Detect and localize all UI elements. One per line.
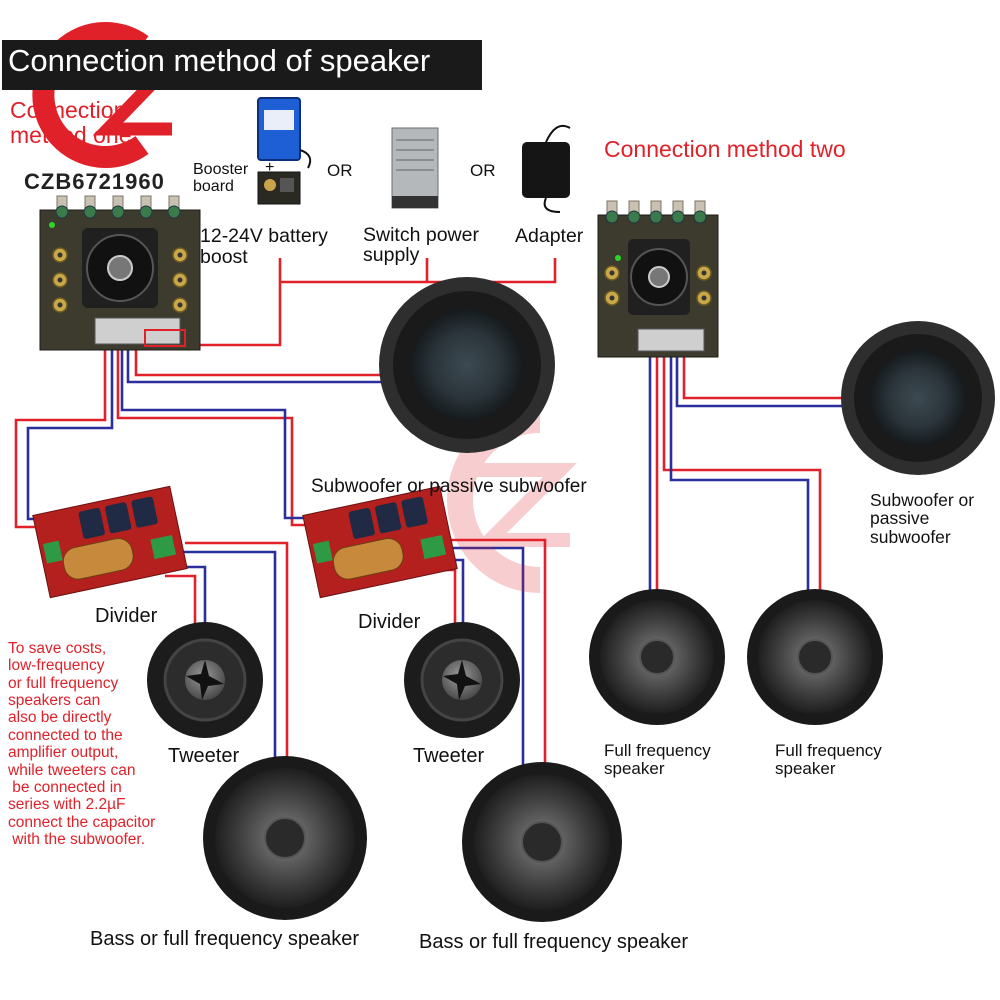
watermark-text: CZB6721960	[24, 169, 165, 194]
tweeter-two	[404, 622, 520, 738]
bass-one-label: Bass or full frequency speaker	[90, 928, 360, 950]
amplifier-board-two	[597, 200, 719, 358]
wire-bass2-red	[445, 538, 547, 765]
full-frequency-two-label: Full frequency speaker	[775, 741, 882, 778]
wire-sub2-blue	[675, 355, 845, 408]
divider-two-label: Divider	[358, 611, 421, 633]
tweeter-one	[147, 622, 263, 738]
bass-two-label: Bass or full frequency speaker	[419, 931, 689, 953]
bass-speaker-two	[462, 762, 622, 922]
title-bar	[2, 40, 482, 90]
wire-div1-blue	[26, 345, 114, 521]
divider-one	[32, 485, 188, 599]
amplifier-board-one	[39, 195, 201, 351]
wire-sub1-blue	[126, 345, 385, 384]
divider-two	[302, 485, 458, 599]
adapter-label: Adapter	[515, 225, 584, 247]
wire-tw1-red	[165, 574, 197, 630]
booster-board-label: Booster board	[193, 161, 249, 195]
wire-sub2-red	[682, 355, 845, 400]
booster-board-image	[257, 171, 301, 205]
tweeter-one-label: Tweeter	[168, 745, 240, 767]
method-two-label: Connection method two	[604, 136, 846, 162]
switch-power-label: Switch power supply	[363, 224, 479, 267]
or-label-one: OR	[327, 161, 353, 180]
wire-sub1-red	[134, 345, 385, 377]
method-one-label: Connection method one	[10, 97, 132, 149]
bass-speaker-one	[203, 756, 367, 920]
wire-tw2-red	[445, 568, 457, 630]
cost-saving-note: To save costs, low-frequency or full fre…	[8, 640, 156, 848]
switch-power-supply-image	[391, 127, 439, 209]
power-wire	[183, 258, 557, 347]
wire-div1-red	[14, 345, 107, 529]
subwoofer-one-label: Subwoofer or passive subwoofer	[311, 476, 587, 497]
subwoofer-two-label: Subwoofer or passive subwoofer	[870, 490, 975, 547]
tweeter-two-label: Tweeter	[413, 745, 485, 767]
full-frequency-speaker-two	[747, 589, 883, 725]
wire-bass1-blue	[180, 550, 277, 762]
plus-sign: +	[265, 159, 275, 176]
subwoofer-one	[379, 277, 555, 453]
battery-image	[257, 97, 312, 169]
or-label-two: OR	[470, 161, 496, 180]
wire-fr2-red	[662, 355, 822, 590]
page-title: Connection method of speaker	[8, 43, 431, 78]
wire-bass2-blue	[445, 546, 525, 765]
battery-label: 12-24V battery boost	[200, 225, 328, 269]
wire-bass1-red	[185, 541, 289, 762]
full-frequency-one-label: Full frequency speaker	[604, 741, 711, 778]
wire-div2-blue	[120, 345, 330, 520]
divider-one-label: Divider	[95, 605, 158, 627]
wire-fr2-blue	[669, 355, 810, 590]
full-frequency-speaker-one	[589, 589, 725, 725]
adapter-image	[522, 124, 571, 213]
subwoofer-two	[841, 321, 995, 475]
